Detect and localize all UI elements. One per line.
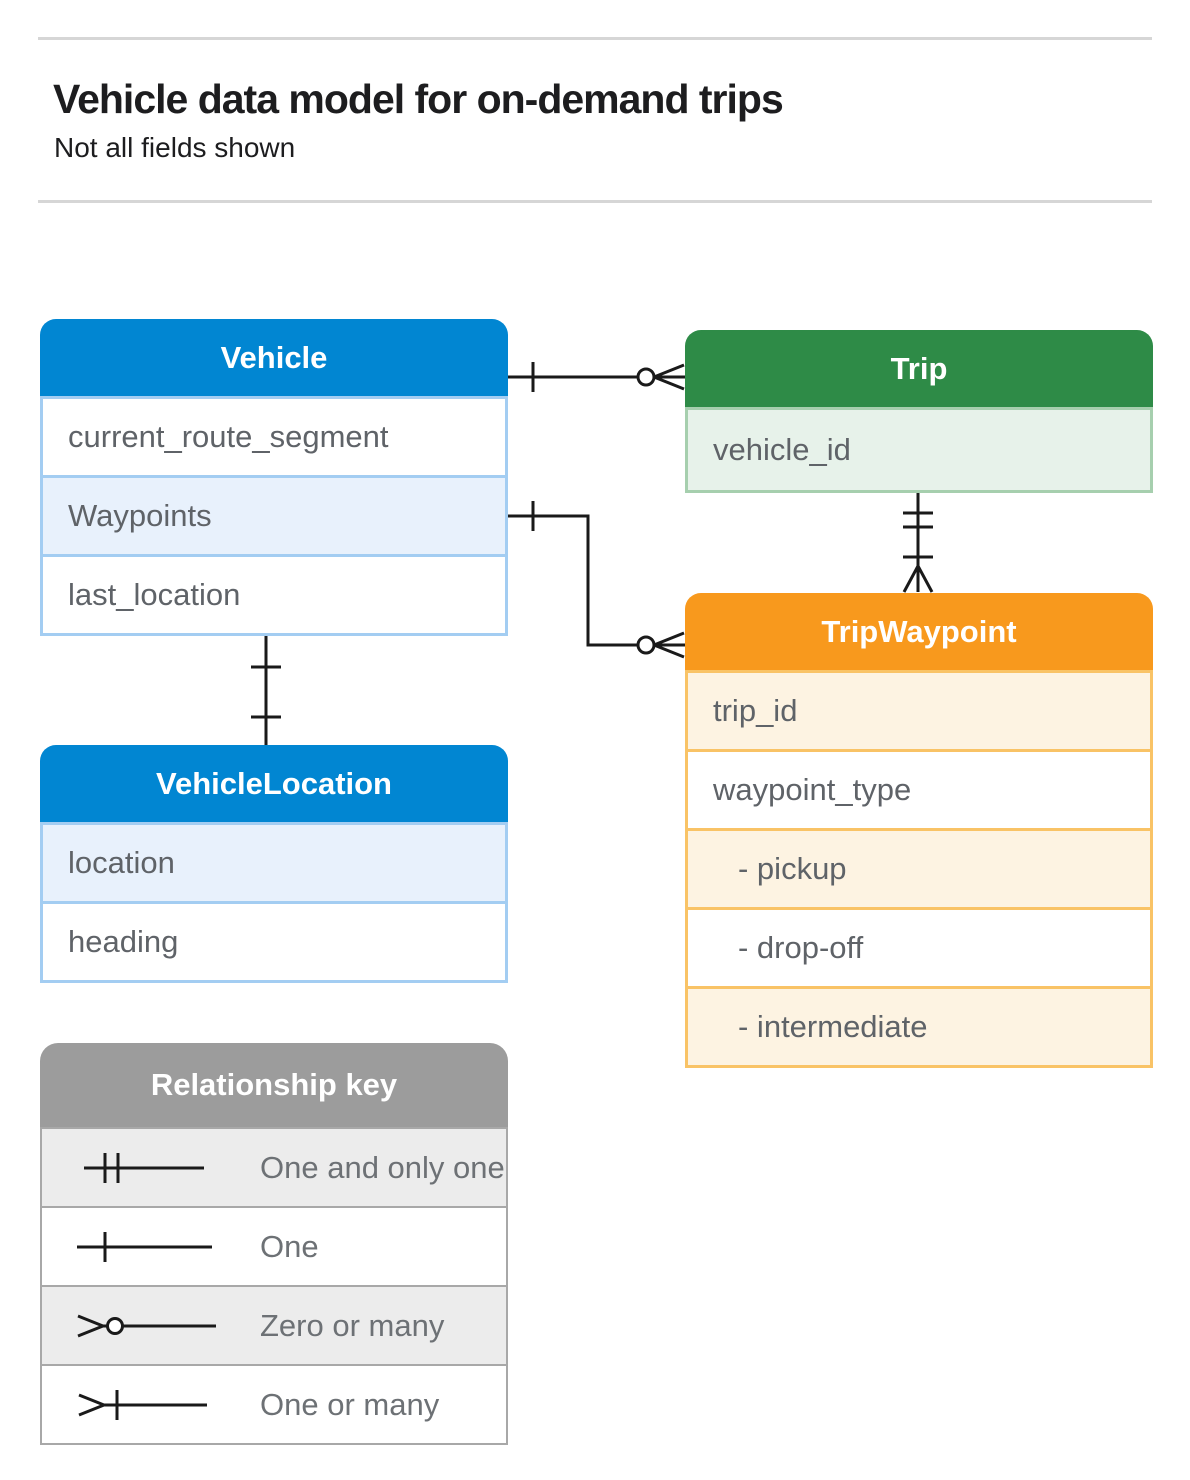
connector-trip-tripwaypoint — [902, 491, 934, 593]
entity-tripwaypoint: TripWaypoint trip_id waypoint_type - pic… — [685, 593, 1153, 1068]
entity-vehicle: Vehicle current_route_segment Waypoints … — [40, 319, 508, 636]
divider-top — [38, 37, 1152, 40]
entity-trip-title: Trip — [685, 330, 1153, 407]
page-subtitle: Not all fields shown — [54, 132, 296, 163]
zero-circle — [636, 635, 656, 655]
entity-vehiclelocation-title: VehicleLocation — [40, 745, 508, 822]
field-waypoints: Waypoints — [43, 475, 505, 554]
key-row-zero-or-many: Zero or many — [42, 1285, 506, 1364]
entity-vehiclelocation: VehicleLocation location heading — [40, 745, 508, 983]
relationship-key: Relationship key One and only one One — [40, 1043, 508, 1445]
connector-vehicle-trip — [508, 362, 685, 392]
key-label: One and only one — [260, 1149, 505, 1185]
field-vehicle-id: vehicle_id — [688, 410, 1150, 490]
one-icon — [77, 1231, 212, 1262]
field-trip-id: trip_id — [688, 673, 1150, 749]
field-heading: heading — [43, 901, 505, 980]
field-current-route-segment: current_route_segment — [43, 399, 505, 475]
entity-vehicle-title: Vehicle — [40, 319, 508, 396]
page-title: Vehicle data model for on-demand trips — [53, 76, 784, 122]
entity-trip: Trip vehicle_id — [685, 330, 1153, 493]
entity-tripwaypoint-title: TripWaypoint — [685, 593, 1153, 670]
field-waypoint-type-pickup: - pickup — [688, 828, 1150, 907]
key-row-one-or-many: One or many — [42, 1364, 506, 1443]
key-label: Zero or many — [260, 1307, 445, 1343]
entity-vehiclelocation-fields: location heading — [40, 822, 508, 983]
field-waypoint-type-intermediate: - intermediate — [688, 986, 1150, 1065]
key-row-one-and-only-one: One and only one — [42, 1129, 506, 1206]
crow-foot — [653, 631, 685, 659]
relationship-key-rows: One and only one One Zero or many — [40, 1127, 508, 1445]
divider-bottom — [38, 200, 1152, 203]
entity-trip-fields: vehicle_id — [685, 407, 1153, 493]
zero-or-many-icon — [77, 1314, 216, 1337]
entity-tripwaypoint-fields: trip_id waypoint_type - pickup - drop-of… — [685, 670, 1153, 1068]
key-label: One or many — [260, 1386, 440, 1422]
field-location: location — [43, 825, 505, 901]
key-label: One — [260, 1228, 319, 1264]
connector-vehicle-vehiclelocation — [251, 634, 281, 745]
entity-vehicle-fields: current_route_segment Waypoints last_loc… — [40, 396, 508, 636]
relationship-key-title: Relationship key — [40, 1043, 508, 1127]
field-waypoint-type: waypoint_type — [688, 749, 1150, 828]
key-row-one: One — [42, 1206, 506, 1285]
connector-waypoints-tripwaypoint — [508, 501, 685, 659]
zero-circle — [636, 367, 656, 387]
crow-foot — [653, 363, 685, 391]
field-waypoint-type-drop-off: - drop-off — [688, 907, 1150, 986]
field-last-location: last_location — [43, 554, 505, 633]
one-or-many-icon — [78, 1389, 207, 1420]
one-and-only-one-icon — [84, 1152, 204, 1183]
crow-foot — [902, 565, 934, 593]
